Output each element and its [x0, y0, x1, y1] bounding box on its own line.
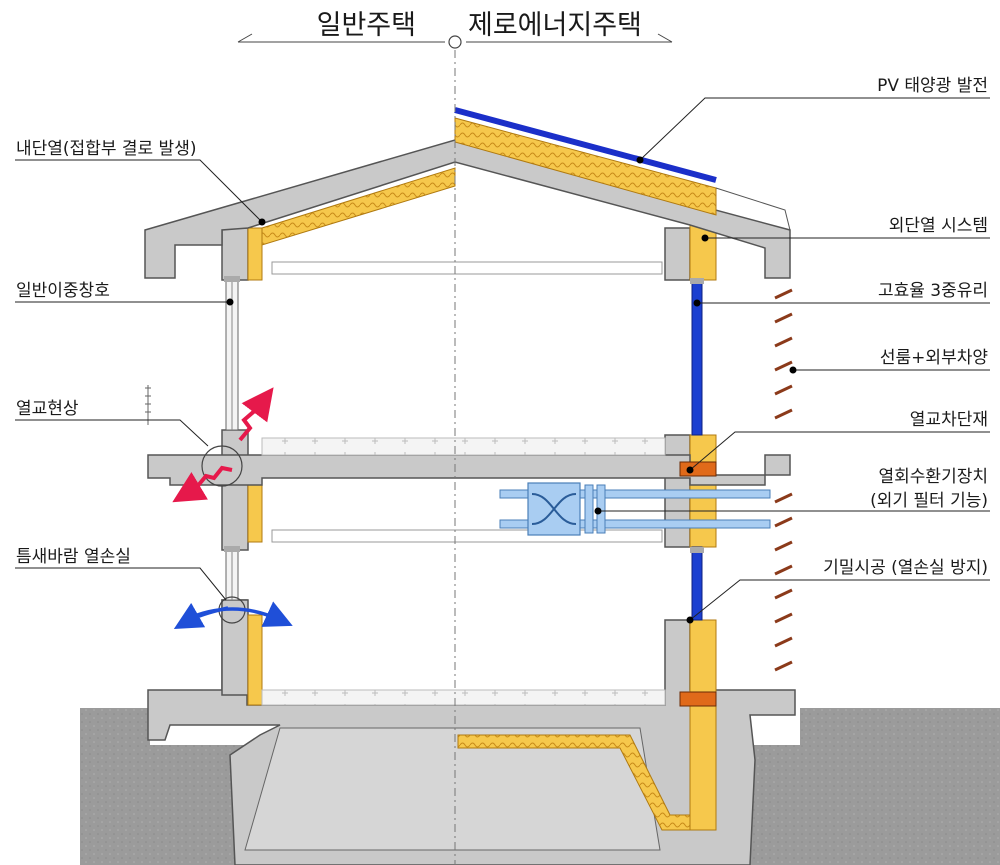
label-louver-shading: 선룸+외부차양	[880, 348, 988, 368]
header-zero-energy-house: 제로에너지주택	[468, 10, 642, 41]
heat-loss-arrow-icon	[238, 387, 274, 442]
header-row: 일반주택 제로에너지주택	[237, 10, 673, 49]
right-triple-glass-windows	[690, 278, 704, 621]
right-annotations: PV 태양광 발전 외단열 시스템 고효율 3중유리 선룸+외부차양 열교차단재…	[594, 76, 990, 624]
label-hrv-line1: 열회수환기장치	[879, 467, 988, 487]
right-external-insulation-3	[689, 619, 717, 831]
label-internal-insulation: 내단열(접합부 결로 발생)	[16, 139, 196, 159]
left-internal-insulation-1	[247, 227, 263, 281]
label-draft-heat-loss: 틈새바람 열손실	[16, 547, 131, 567]
label-hrv-line2: (외기 필터 기능)	[870, 491, 988, 511]
roof	[144, 117, 791, 279]
center-divider-node	[448, 35, 462, 49]
external-louvers	[774, 288, 793, 672]
label-airtight: 기밀시공 (열손실 방지)	[823, 558, 988, 578]
label-double-window: 일반이중창호	[16, 281, 110, 301]
label-thermal-break: 열교차단재	[910, 410, 988, 430]
thermal-break-lower	[679, 691, 717, 707]
label-pv: PV 태양광 발전	[877, 76, 988, 96]
header-general-house: 일반주택	[317, 10, 416, 41]
left-annotations: 내단열(접합부 결로 발생) 일반이중창호 열교현상 틈새바람 열손실	[15, 139, 266, 601]
thermal-break-upper	[679, 461, 717, 477]
middle-floor-slab	[147, 261, 791, 706]
label-triple-glass: 고효율 3중유리	[878, 281, 988, 301]
thermal-bridge-circle	[201, 445, 243, 487]
left-roof-internal-insulation	[261, 167, 456, 246]
label-external-insulation: 외단열 시스템	[889, 216, 988, 236]
heat-exchanger-icon	[499, 482, 771, 536]
pv-panel-icon	[454, 107, 717, 183]
label-thermal-bridge: 열교현상	[16, 399, 79, 419]
left-windows	[224, 276, 240, 601]
foundation	[147, 599, 796, 865]
ladder-mark	[145, 385, 151, 425]
heat-loss-arrow-icon-2	[172, 465, 233, 503]
left-internal-insulation-3	[247, 614, 263, 706]
